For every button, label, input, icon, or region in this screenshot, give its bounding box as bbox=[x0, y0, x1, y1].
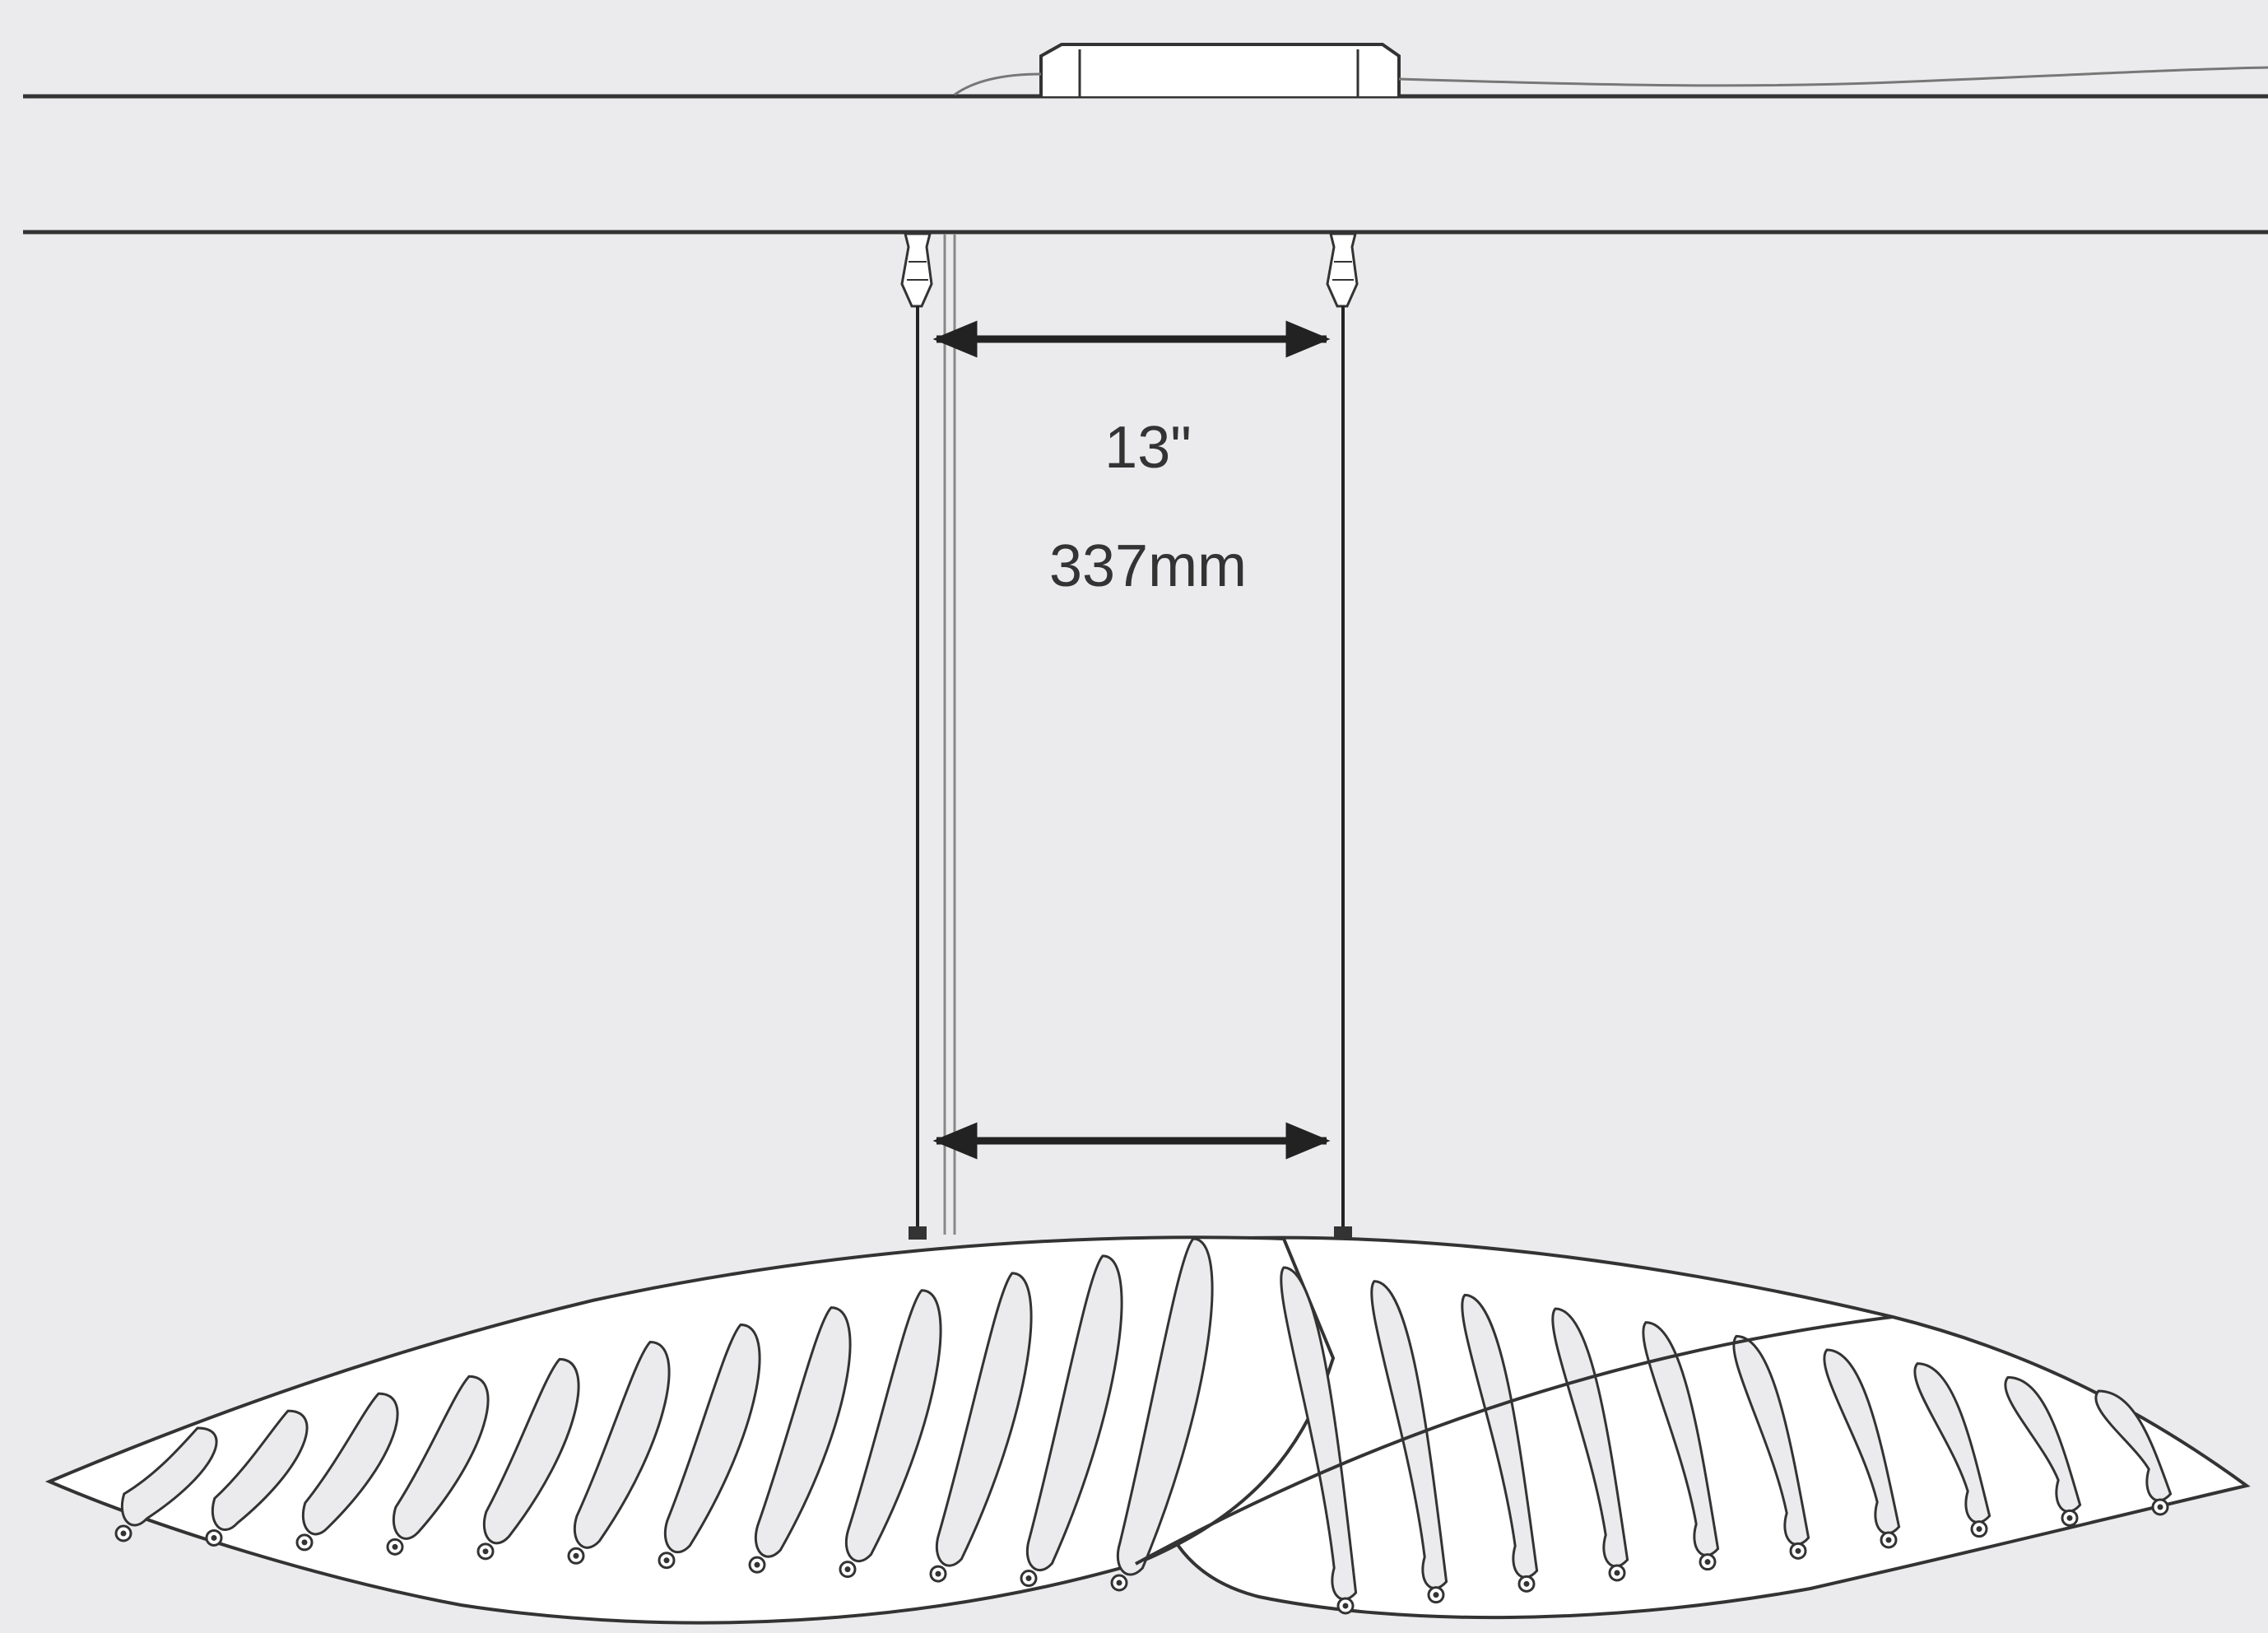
rib-slot-left bbox=[301, 1392, 399, 1536]
lamp-ribs bbox=[114, 1237, 2173, 1615]
rivet-left-center bbox=[1116, 1579, 1122, 1586]
rib-slot-left bbox=[1025, 1254, 1123, 1572]
rib-slot-right bbox=[1732, 1334, 1810, 1546]
rib-slot-left bbox=[482, 1357, 580, 1545]
pendant-lamp-shade bbox=[44, 1226, 2251, 1625]
rivet-left-center bbox=[844, 1566, 851, 1573]
led-driver-box bbox=[954, 43, 2268, 96]
ceiling-cable-gripper-icon bbox=[1326, 232, 1359, 308]
rivet-left-center bbox=[663, 1557, 670, 1564]
rib-slot-right bbox=[1642, 1321, 1720, 1557]
ceiling bbox=[23, 94, 2268, 235]
rib-slot-left bbox=[573, 1340, 671, 1549]
rib-slot-left bbox=[211, 1409, 309, 1531]
dimension-metric-label: 337mm bbox=[1049, 533, 1247, 599]
rivet-right-center bbox=[1433, 1592, 1439, 1598]
driver-cable-left bbox=[954, 72, 1042, 96]
rivet-right-center bbox=[1614, 1570, 1620, 1576]
rivet-left-center bbox=[211, 1534, 217, 1541]
rib-slot-left bbox=[935, 1272, 1033, 1567]
rivet-right-center bbox=[1523, 1580, 1530, 1587]
rivet-right-center bbox=[1795, 1547, 1801, 1554]
rib-slot-right bbox=[1370, 1280, 1448, 1590]
rib-slot-left bbox=[392, 1375, 490, 1540]
rivet-left-center bbox=[482, 1548, 489, 1555]
rivet-right-center bbox=[2157, 1504, 2163, 1510]
rivet-left-center bbox=[120, 1530, 127, 1537]
rivet-right-center bbox=[1976, 1526, 1982, 1533]
rivet-right-center bbox=[1704, 1559, 1711, 1566]
shade-anchor-right bbox=[1334, 1226, 1352, 1240]
rivet-right-center bbox=[1885, 1537, 1892, 1543]
ceiling-cable-gripper-icon bbox=[900, 232, 933, 308]
rib-slot-left bbox=[1116, 1237, 1214, 1576]
rib-slot-left bbox=[754, 1306, 852, 1558]
driver-cable-right bbox=[1398, 66, 2268, 87]
rib-slot-right bbox=[1280, 1266, 1358, 1601]
rib-slot-right bbox=[1913, 1362, 1991, 1524]
rib-slot-left bbox=[844, 1289, 942, 1563]
rib-slot-left bbox=[663, 1324, 761, 1554]
rib-slot-right bbox=[1823, 1348, 1901, 1535]
rivet-right-center bbox=[2066, 1514, 2073, 1521]
rivet-right-center bbox=[1342, 1603, 1349, 1609]
rib-slot-right bbox=[2004, 1375, 2082, 1513]
shade-anchor-left bbox=[909, 1226, 927, 1240]
rib-slot-right bbox=[1551, 1307, 1629, 1568]
dimension-imperial-label: 13" bbox=[1104, 415, 1192, 481]
leaf-seam bbox=[1135, 1315, 1894, 1566]
rib-slot-left bbox=[120, 1426, 218, 1527]
rib-slot-right bbox=[1461, 1293, 1539, 1579]
power-cord bbox=[943, 234, 956, 1235]
rivet-left-center bbox=[301, 1539, 308, 1546]
rivet-left-center bbox=[573, 1552, 579, 1559]
rivet-left-center bbox=[935, 1570, 941, 1577]
rivet-left-center bbox=[754, 1561, 760, 1568]
rivet-left-center bbox=[1025, 1575, 1032, 1582]
rivet-left-center bbox=[392, 1543, 398, 1550]
rib-slot-right bbox=[2094, 1389, 2173, 1502]
